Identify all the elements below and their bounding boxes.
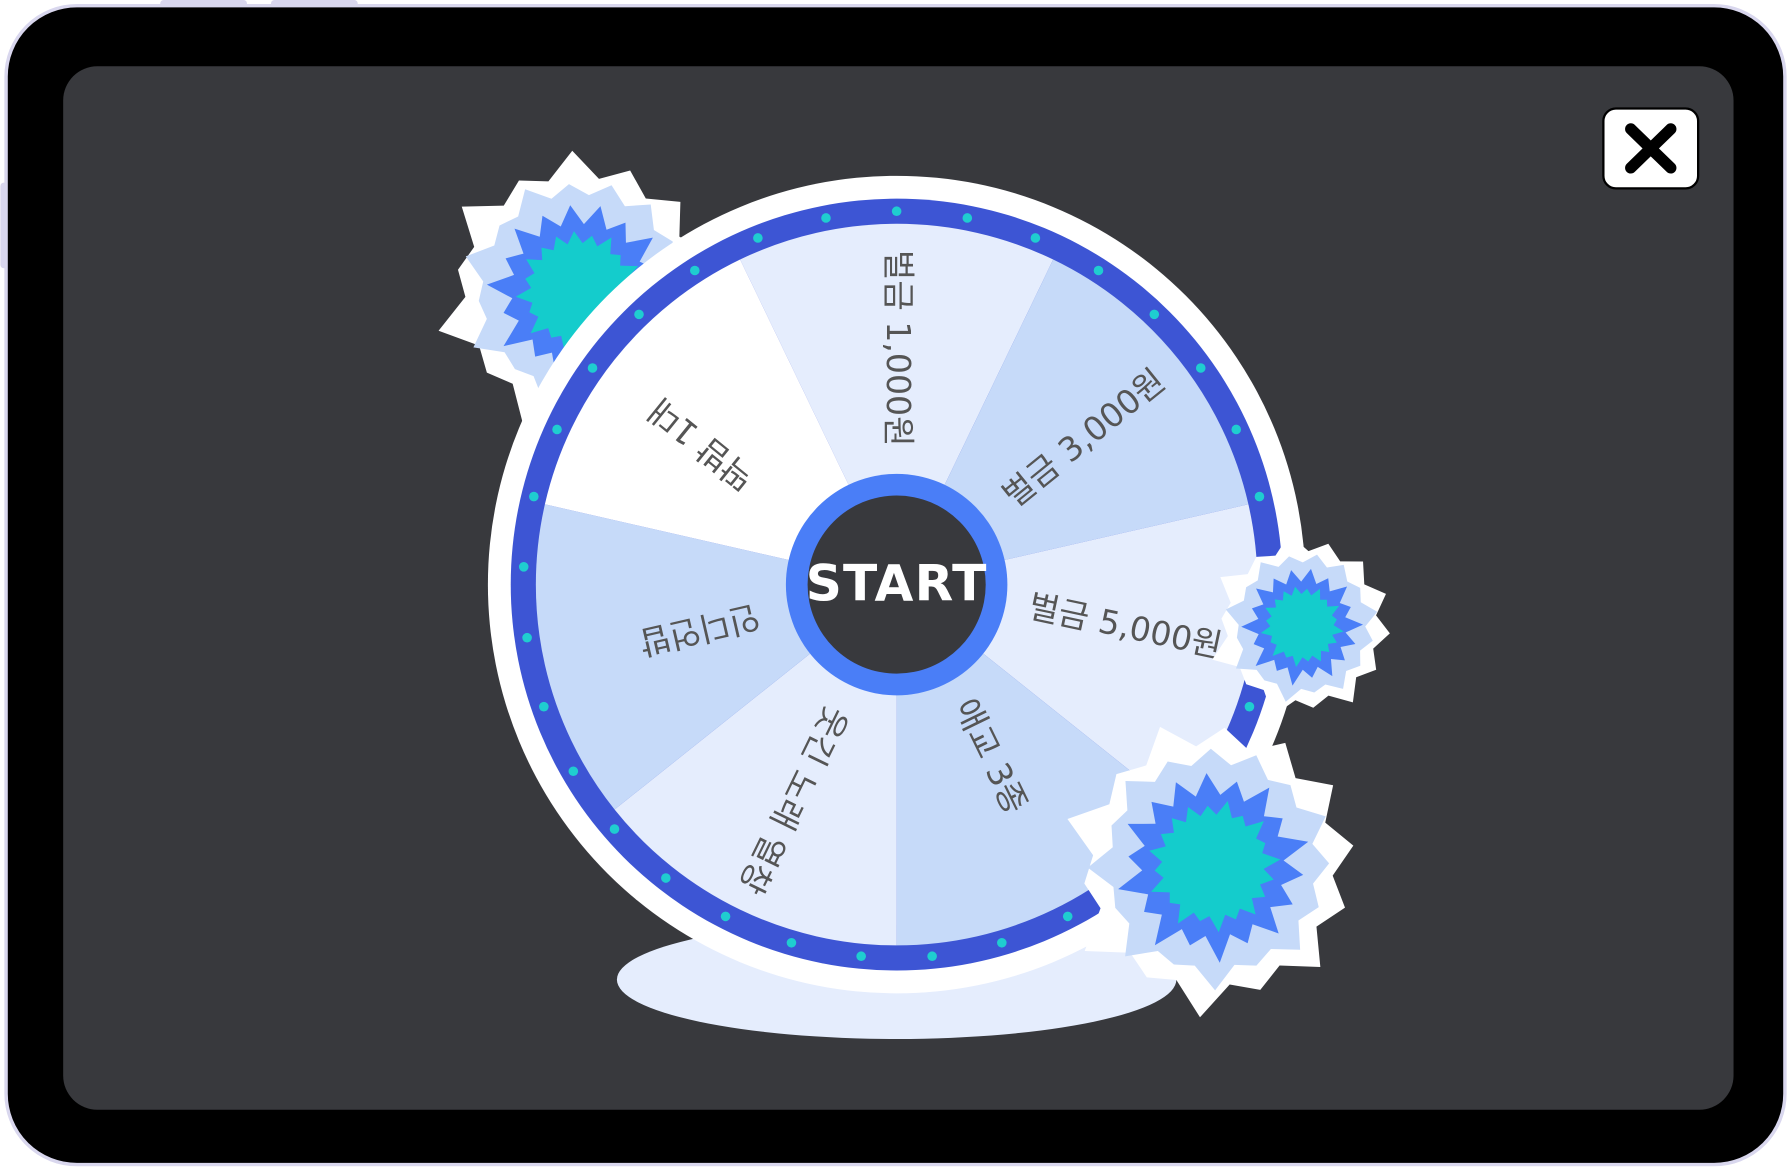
ring-light-dot: [1093, 265, 1104, 276]
ring-light-dot: [856, 951, 866, 962]
roulette-wheel[interactable]: 벌금 1,000원 벌금 3,000원 벌금 5,000원 애교 3종 웃긴 노…: [487, 175, 1306, 994]
start-label: START: [806, 553, 988, 612]
slice-label-1: 벌금 1,000원: [879, 250, 918, 447]
starburst-decoration-bottom-right: [1067, 726, 1354, 1018]
ring-light-dot: [1244, 701, 1255, 712]
ring-light-dot: [1030, 233, 1041, 243]
ring-light-dot: [962, 213, 973, 223]
ring-light-dot: [1254, 491, 1265, 502]
ring-light-dot: [518, 562, 529, 572]
ring-light-dot: [609, 824, 620, 834]
ring-light-dot: [587, 363, 598, 373]
ring-light-dot: [720, 911, 731, 922]
ring-light-dot: [552, 424, 562, 435]
ring-light-dot: [568, 766, 579, 777]
wheel-slice-2: [896, 259, 1249, 585]
ring-light-dot: [1062, 911, 1073, 922]
ring-light-dot: [997, 938, 1007, 948]
ring-light-dot: [927, 951, 937, 962]
starburst-layer: [1260, 586, 1344, 668]
wheel-slice-7: [544, 259, 897, 585]
ring-light-dot: [522, 632, 532, 643]
ring-light-dot: [1195, 363, 1206, 373]
ring-light-dot: [529, 491, 539, 502]
wheel-slice-5: [614, 584, 897, 946]
ring-light-dot: [786, 938, 797, 948]
ring-light-dot: [1231, 424, 1242, 435]
ring-light-dot: [661, 873, 671, 883]
starburst-decoration-right: [1212, 534, 1390, 716]
ring-light-dot: [689, 265, 700, 276]
ring-light-dot: [821, 213, 831, 223]
close-button[interactable]: [1602, 107, 1700, 190]
close-x-icon: [1625, 123, 1677, 174]
starburst-layer: [1149, 801, 1281, 933]
ring-light-dot: [539, 701, 549, 712]
wheel-slice-1: [740, 223, 1054, 585]
ring-light-dot: [753, 233, 763, 243]
ring-light-dot: [891, 206, 902, 217]
ring-light-dot: [634, 309, 644, 320]
ring-light-dot: [1149, 309, 1160, 320]
start-button[interactable]: START: [785, 473, 1008, 696]
